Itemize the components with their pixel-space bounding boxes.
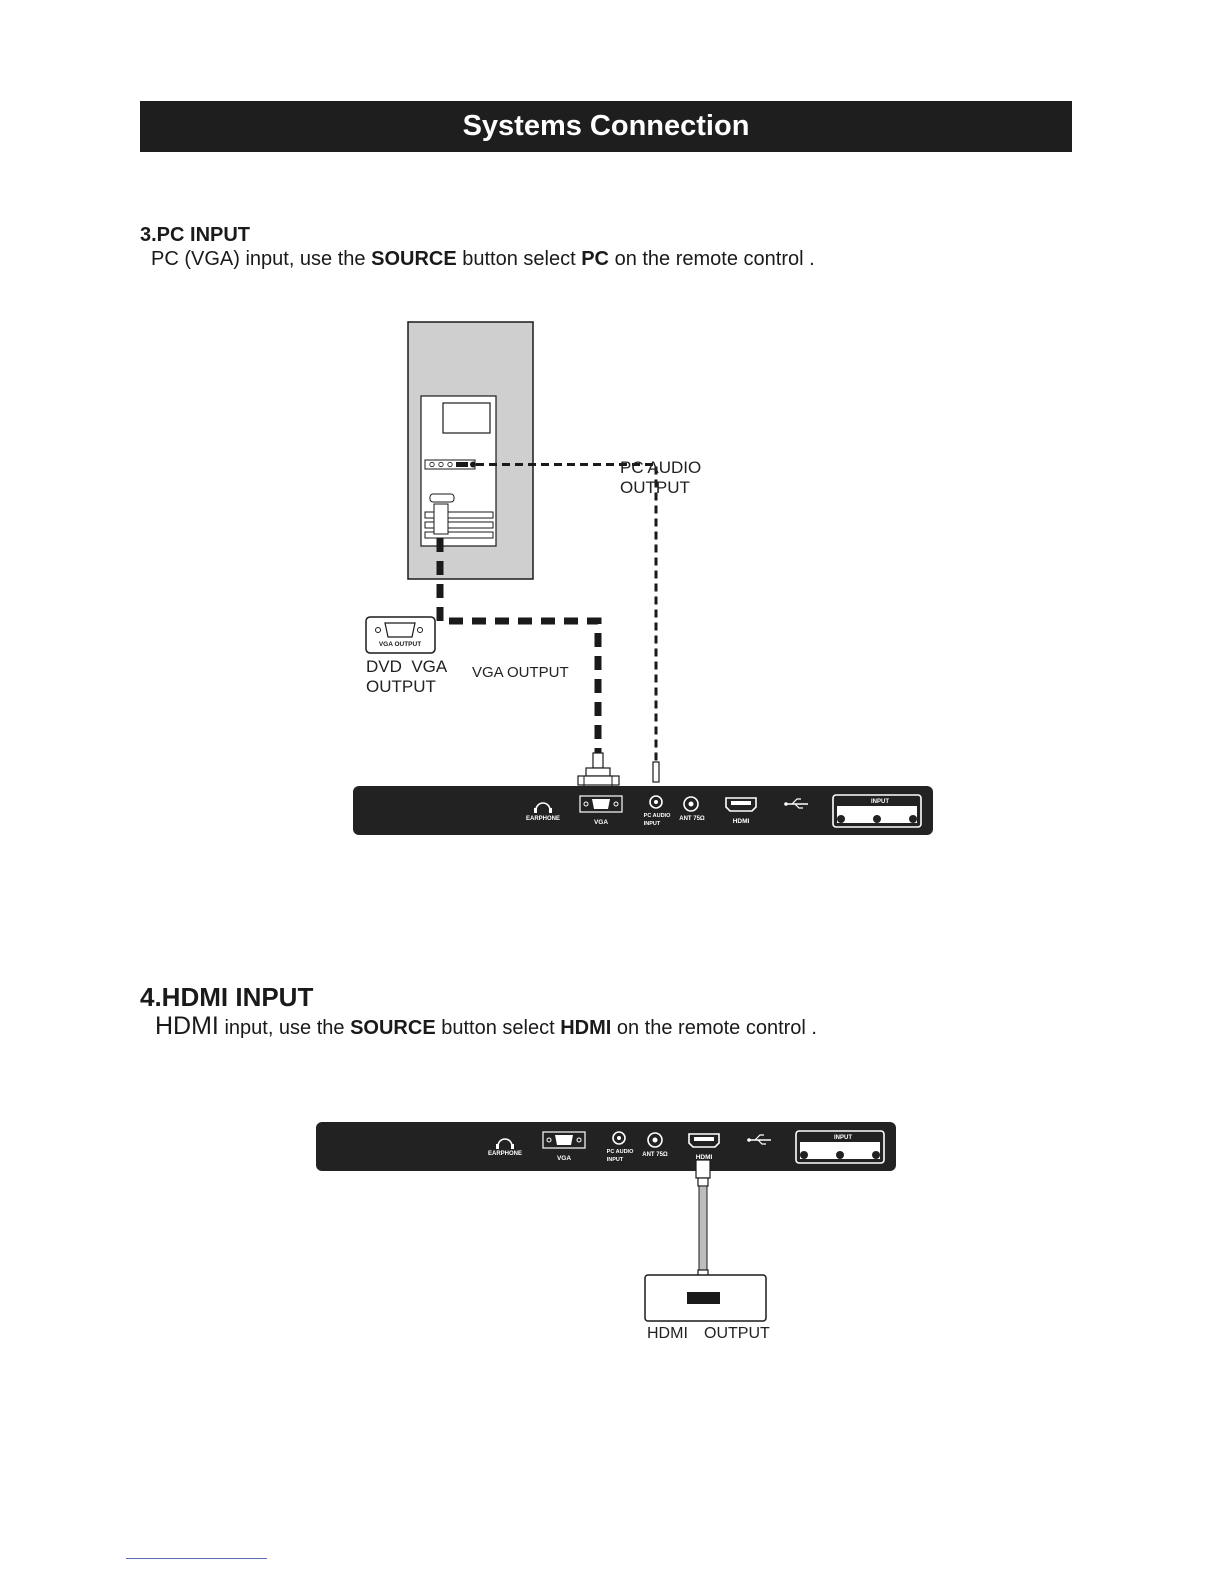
svg-text:PC AUDIO: PC AUDIO [607,1149,634,1155]
svg-text:PC AUDIO: PC AUDIO [644,813,671,819]
vga-cable [436,538,602,755]
vga-output-label: VGA OUTPUT [472,664,569,681]
dvd-vga-label-line1: DVD VGA [366,657,448,676]
footer-rule [126,1558,267,1559]
hdmi-cable [695,1159,711,1291]
instruction-text: input, use the [218,1017,351,1039]
page-title: Systems Connection [462,110,750,142]
svg-text:HDMI: HDMI [696,1154,713,1161]
svg-text:VGA: VGA [557,1155,571,1162]
dvd-vga-output-label: DVD VGA OUTPUT [366,657,447,697]
svg-text:VGA: VGA [594,819,608,826]
section-hdmi-heading: 4.HDMI INPUT [140,982,314,1012]
instruction-text-large: HDMI [155,1012,219,1040]
svg-text:INPUT: INPUT [644,821,661,827]
svg-text:HDMI: HDMI [733,818,750,825]
section-pc-instruction: PC (VGA) input, use the SOURCE button se… [151,248,815,271]
hdmi-output-label-right: OUTPUT [704,1325,770,1342]
tv-back-panel-hdmi: EARPHONE VGA PC AUDIO INPUT ANT 75Ω HDMI… [316,1122,896,1171]
tv-back-panel-pc: EARPHONE VGA PC AUDIO INPUT ANT 75Ω HDMI… [353,786,933,835]
svg-text:INPUT: INPUT [607,1157,624,1163]
page-title-bar: Systems Connection [140,101,1072,152]
svg-text:ANT 75Ω: ANT 75Ω [679,816,705,822]
instruction-text: button select [435,1017,561,1039]
svg-text:EARPHONE: EARPHONE [526,816,560,822]
hdmi-output-label-left: HDMI [647,1325,688,1342]
svg-text:INPUT: INPUT [834,1135,852,1141]
section-hdmi-instruction: HDMI input, use the SOURCE button select… [155,1012,817,1041]
instruction-text: button select [456,248,582,270]
pc-audio-output-label: PC AUDIO OUTPUT [620,458,701,498]
instruction-bold-hdmi: HDMI [560,1017,612,1039]
pc-audio-label-line1: PC AUDIO [620,458,702,477]
instruction-bold-pc: PC [581,248,610,270]
svg-text:INPUT: INPUT [871,799,889,805]
instruction-bold-source: SOURCE [371,248,457,270]
dvd-vga-label-line2: OUTPUT [366,677,436,696]
instruction-text: on the remote control . [611,1017,817,1039]
section-pc-heading: 3.PC INPUT [140,224,251,246]
pc-connection-diagram: VGA OUTPUT EARPHONE VGA PC AUDIO INPUT A… [353,321,933,835]
svg-text:EARPHONE: EARPHONE [488,1151,522,1157]
pc-audio-label-line2: OUTPUT [620,478,690,497]
instruction-text: on the remote control . [609,248,815,270]
instruction-text: PC (VGA) input, use the [151,248,372,270]
instruction-bold-source: SOURCE [350,1017,436,1039]
vga-output-small-label: VGA OUTPUT [379,641,421,648]
svg-text:ANT 75Ω: ANT 75Ω [642,1152,668,1158]
pc-vga-port [429,493,455,503]
audio-cable [476,463,658,762]
hdmi-output-port [687,1292,720,1304]
hdmi-connection-diagram: EARPHONE VGA PC AUDIO INPUT ANT 75Ω HDMI… [316,1122,896,1322]
